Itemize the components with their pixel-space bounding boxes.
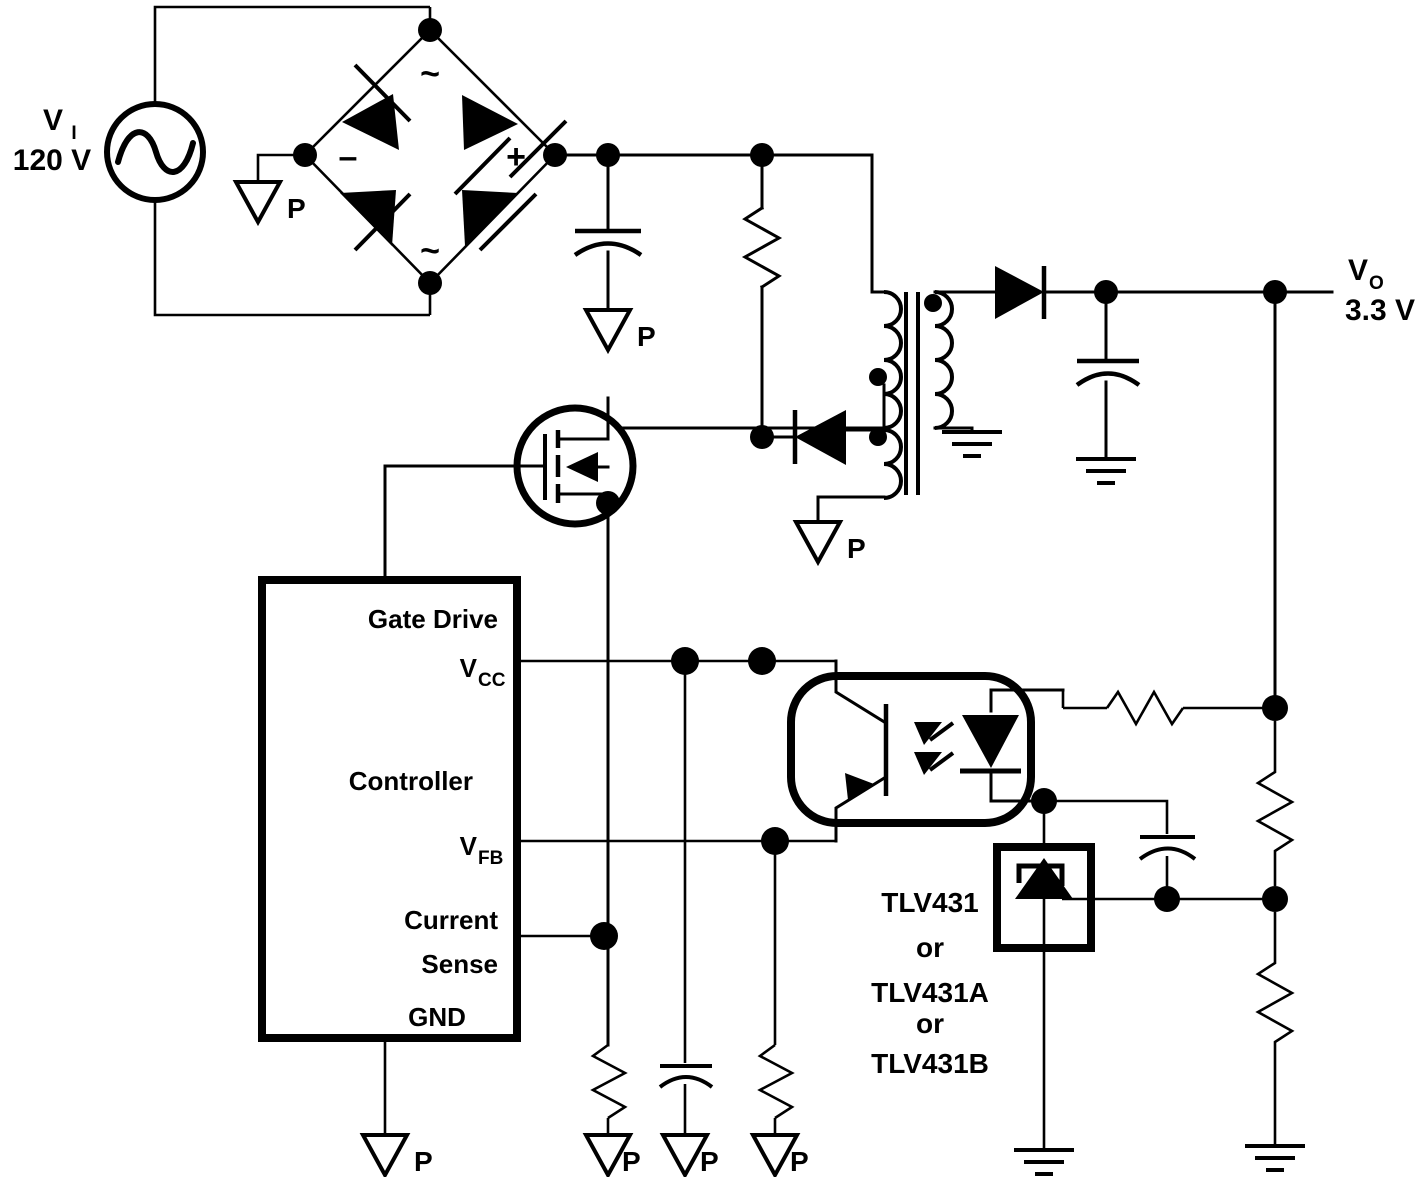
output-voltage-subscript: O <box>1369 273 1384 294</box>
bridge-edge-nw <box>304 29 431 156</box>
ground-primary-controller <box>361 1133 409 1177</box>
pin-label-vcc-sub: CC <box>478 670 506 691</box>
bulk-capacitor-group <box>573 153 643 312</box>
ground-label-vcc-cap: P <box>700 1146 719 1177</box>
ground-primary-aux <box>794 520 842 564</box>
bridge-ac-bottom-label: ~ <box>420 232 440 270</box>
wire-source-bottom <box>153 200 430 317</box>
tlv431-label-line4: or <box>916 1008 944 1039</box>
node-vout-divider <box>1262 695 1288 721</box>
pin-label-vfb: V <box>460 831 478 861</box>
pin-label-gnd: GND <box>408 1002 466 1032</box>
tlv431-diode-arrow <box>1015 858 1073 899</box>
vcc-capacitor-group <box>658 1045 714 1135</box>
bridge-diode-sw <box>340 190 412 252</box>
optocoupler-led <box>962 715 1019 768</box>
wire-bridge-minus-gnd <box>256 153 305 182</box>
divider-top-resistor <box>1255 721 1295 886</box>
optocoupler-group <box>787 659 1065 843</box>
dot-primary <box>869 368 887 386</box>
sense-resistor-group <box>590 1043 628 1135</box>
tlv431-label-line2: or <box>916 932 944 963</box>
secondary-winding <box>924 290 992 432</box>
tlv431-ref-bar <box>1016 863 1065 886</box>
aux-diode-group <box>750 410 846 465</box>
pin-label-current-sense-2: Sense <box>421 949 498 979</box>
ground-primary-bulkcap <box>584 308 632 352</box>
output-voltage-label: V <box>1348 254 1368 287</box>
node-vcc-startup <box>748 647 776 675</box>
startup-resistor-group <box>741 153 783 432</box>
bridge-diode-se-bar <box>478 192 538 252</box>
tlv431-label-line3: TLV431A <box>871 977 989 1008</box>
bias-resistor-group <box>1061 689 1275 727</box>
ground-label-bulkcap: P <box>637 321 656 352</box>
tlv431-label-line5: TLV431B <box>871 1048 989 1079</box>
earth-ground-divider <box>1243 1144 1307 1172</box>
bridge-diode-se <box>453 136 518 246</box>
wire-source-top <box>153 5 430 104</box>
bridge-minus-label: – <box>339 138 358 176</box>
output-voltage-value: 3.3 V <box>1345 294 1415 327</box>
cap-plate-curved <box>573 241 643 257</box>
bridge-plus-label: + <box>506 138 526 176</box>
input-voltage-value: 120 V <box>13 144 91 177</box>
earth-ground-outcap <box>1074 457 1138 485</box>
bridge-ac-top-label: ~ <box>420 55 440 93</box>
divider-bottom-resistor <box>1255 912 1295 1146</box>
node-current-sense <box>590 922 618 950</box>
ground-label-aux: P <box>847 533 866 564</box>
dot-aux <box>869 428 887 446</box>
pin-label-gate-drive: Gate Drive <box>368 604 498 634</box>
controller-block <box>258 576 521 1042</box>
node-comp-cap-bottom <box>1154 886 1180 912</box>
earth-ground-secondary <box>940 430 1004 458</box>
ground-label-controller: P <box>414 1146 433 1177</box>
bridge-edge-se <box>429 154 556 284</box>
pin-label-vcc: V <box>460 653 478 683</box>
node-divider-mid <box>1262 886 1288 912</box>
node-aux-diode <box>750 425 774 449</box>
ac-source-group <box>104 5 432 317</box>
earth-ground-tlv431 <box>1012 1148 1076 1176</box>
vfb-resistor-group <box>757 1043 795 1135</box>
ground-label-bridge: P <box>287 193 306 224</box>
dot-secondary <box>924 294 942 312</box>
ground-label-sense-res: P <box>622 1146 641 1177</box>
ground-primary-bridge <box>234 180 282 224</box>
input-voltage-label: V <box>43 104 63 137</box>
aux-winding <box>816 428 903 524</box>
output-capacitor-group <box>1075 290 1141 461</box>
node-bridge-ac-bottom <box>418 271 442 295</box>
ground-label-vfb-res: P <box>790 1146 809 1177</box>
tlv431-group <box>993 843 1275 952</box>
opto-light-arrows <box>914 721 955 775</box>
bridge-diode-ne <box>462 95 568 179</box>
output-diode-group <box>988 266 1277 319</box>
bridge-rectifier-group <box>293 18 568 295</box>
mosfet-group <box>383 396 637 582</box>
pin-label-vfb-sub: FB <box>478 848 503 869</box>
pin-label-current-sense-1: Current <box>404 905 498 935</box>
sine-wave-icon <box>115 129 196 175</box>
wire-comp-cap-top <box>1044 799 1169 834</box>
bridge-diode-nw <box>342 63 412 150</box>
input-voltage-subscript: I <box>71 123 76 144</box>
transformer-group <box>606 290 992 524</box>
tlv431-label-line1: TLV431 <box>881 887 979 918</box>
bridge-edge-ne <box>429 29 556 156</box>
node-bridge-ac-top <box>418 18 442 42</box>
controller-title: Controller <box>349 766 473 796</box>
